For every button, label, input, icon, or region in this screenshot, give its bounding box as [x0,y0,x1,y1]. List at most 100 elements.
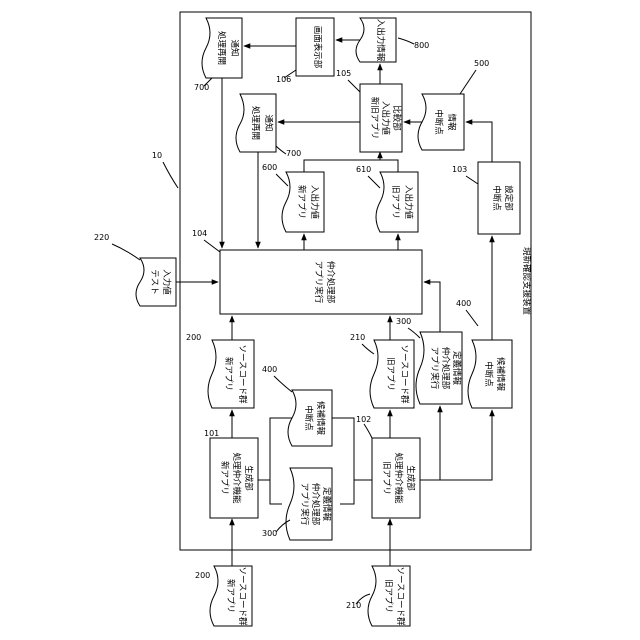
ref-300-in: 300 [262,529,277,538]
ref-400-out: 400 [456,299,471,308]
leader-104 [204,240,220,252]
leader-220 [112,244,140,260]
ref-500: 500 [474,59,489,68]
svg-text:アプリ実行: アプリ実行 [299,483,310,526]
svg-text:処理仲介機能: 処理仲介機能 [231,452,242,504]
ref-104: 104 [192,229,207,238]
doc-old-source-in: 旧アプリ ソースコード群 [368,566,410,626]
svg-text:比較部: 比較部 [391,105,402,131]
leader-210-out [362,344,374,354]
block-old-generator: 旧アプリ 処理仲介機能 生成部 [372,438,420,518]
arrow-def-to-mediator [424,282,440,332]
svg-text:ソースコード群: ソースコード群 [237,566,248,626]
svg-text:定義情報: 定義情報 [321,487,332,522]
system-label: 現新確認支援装置 [521,247,532,316]
block-display: 画面表示部 [296,18,334,76]
svg-text:旧アプリ: 旧アプリ [385,357,395,391]
svg-text:旧アプリ: 旧アプリ [390,185,400,219]
leader-610 [368,176,380,188]
doc-test-input: テスト 入力値 [136,258,176,306]
svg-text:旧アプリ: 旧アプリ [383,579,393,613]
ref-210-in: 210 [346,601,361,610]
ref-220: 220 [94,233,109,242]
ref-103: 103 [452,165,467,174]
leader-300-out [408,328,420,338]
svg-text:通知: 通知 [263,114,274,131]
svg-text:生成部: 生成部 [243,465,254,491]
svg-text:新アプリ: 新アプリ [223,357,234,391]
link-newgen-def [270,480,282,504]
svg-text:通知: 通知 [229,39,240,56]
svg-text:仲介処理部: 仲介処理部 [440,347,451,390]
leader-800 [398,38,414,44]
svg-text:新アプリ: 新アプリ [296,185,307,219]
doc-bp-candidate-in: 中断点 候補情報 [288,390,332,446]
doc-resume-2: 処理再開 通知 [236,94,276,152]
doc-new-source-in: 新アプリ ソースコード群 [210,566,252,626]
svg-text:候補情報: 候補情報 [495,357,506,392]
ref-200-out: 200 [186,333,201,342]
doc-io-info: 入出力情報 [356,18,396,62]
svg-text:ソースコード群: ソースコード群 [395,566,406,626]
leader-102 [364,424,372,438]
svg-text:仲介処理部: 仲介処理部 [325,261,336,304]
block-bp-setting: 中断点 設定部 [478,162,520,234]
svg-text:入出力値: 入出力値 [403,185,414,220]
svg-text:新アプリ: 新アプリ [219,461,230,495]
system-ref: 10 [152,151,162,160]
svg-text:設定部: 設定部 [503,185,514,211]
svg-text:候補情報: 候補情報 [315,401,326,436]
link-bp-oldgen [332,418,354,504]
svg-text:新旧アプリ: 新旧アプリ [369,97,380,140]
link-newgen-bp [258,418,292,480]
ref-610: 610 [356,165,371,174]
ref-700-b: 700 [286,149,301,158]
svg-text:処理再開: 処理再開 [216,31,227,65]
ref-600: 600 [262,163,277,172]
block-mediator: アプリ実行 仲介処理部 [220,250,422,314]
doc-new-io: 新アプリ 入出力値 [282,172,324,232]
svg-text:新アプリ: 新アプリ [225,579,236,613]
svg-text:中断点: 中断点 [483,361,494,387]
leader-600 [276,174,288,186]
block-new-generator: 新アプリ 処理仲介機能 生成部 [210,438,258,518]
leader-103 [466,176,478,184]
svg-text:ソースコード群: ソースコード群 [237,344,248,404]
doc-def-info-out: アプリ実行 仲介処理部 定義情報 [416,332,462,404]
ref-300-out: 300 [396,317,411,326]
ref-400-in: 400 [262,365,277,374]
arrow-oldgen-to-bp [420,410,492,480]
svg-text:入出力情報: 入出力情報 [375,19,386,62]
arrow-bpset-to-bpinfo [466,122,492,162]
svg-text:画面表示部: 画面表示部 [312,26,323,69]
doc-bp-candidate-out: 中断点 候補情報 [468,340,512,408]
svg-text:中断点: 中断点 [491,185,502,211]
svg-text:仲介処理部: 仲介処理部 [310,483,321,526]
svg-text:処理再開: 処理再開 [250,106,261,140]
svg-text:入出力値: 入出力値 [309,185,320,220]
ref-105: 105 [336,69,351,78]
svg-text:情報: 情報 [446,113,457,131]
svg-text:中断点: 中断点 [433,109,444,135]
block-comparator: 新旧アプリ 入出力値 比較部 [360,84,402,152]
svg-text:入出力値: 入出力値 [380,101,391,136]
arrow-io-to-compare [380,152,398,172]
leader-700-b [276,146,286,154]
doc-resume-1: 処理再開 通知 [202,18,242,78]
leader-400-in [274,376,292,392]
doc-bp-info: 中断点 情報 [418,94,464,150]
ref-200-in: 200 [195,571,210,580]
ref-800: 800 [414,41,429,50]
svg-text:入力値: 入力値 [161,269,172,295]
arrow-oldgen-to-def [420,406,440,480]
svg-text:テスト: テスト [149,269,159,295]
svg-text:アプリ実行: アプリ実行 [429,347,440,390]
doc-old-io: 旧アプリ 入出力値 [376,172,418,232]
ref-700-a: 700 [194,83,209,92]
svg-text:処理仲介機能: 処理仲介機能 [393,452,404,504]
svg-text:旧アプリ: 旧アプリ [381,461,391,495]
system-ref-leader [163,162,178,188]
svg-text:ソースコード群: ソースコード群 [399,344,410,404]
doc-old-source-out: 旧アプリ ソースコード群 [370,340,414,408]
